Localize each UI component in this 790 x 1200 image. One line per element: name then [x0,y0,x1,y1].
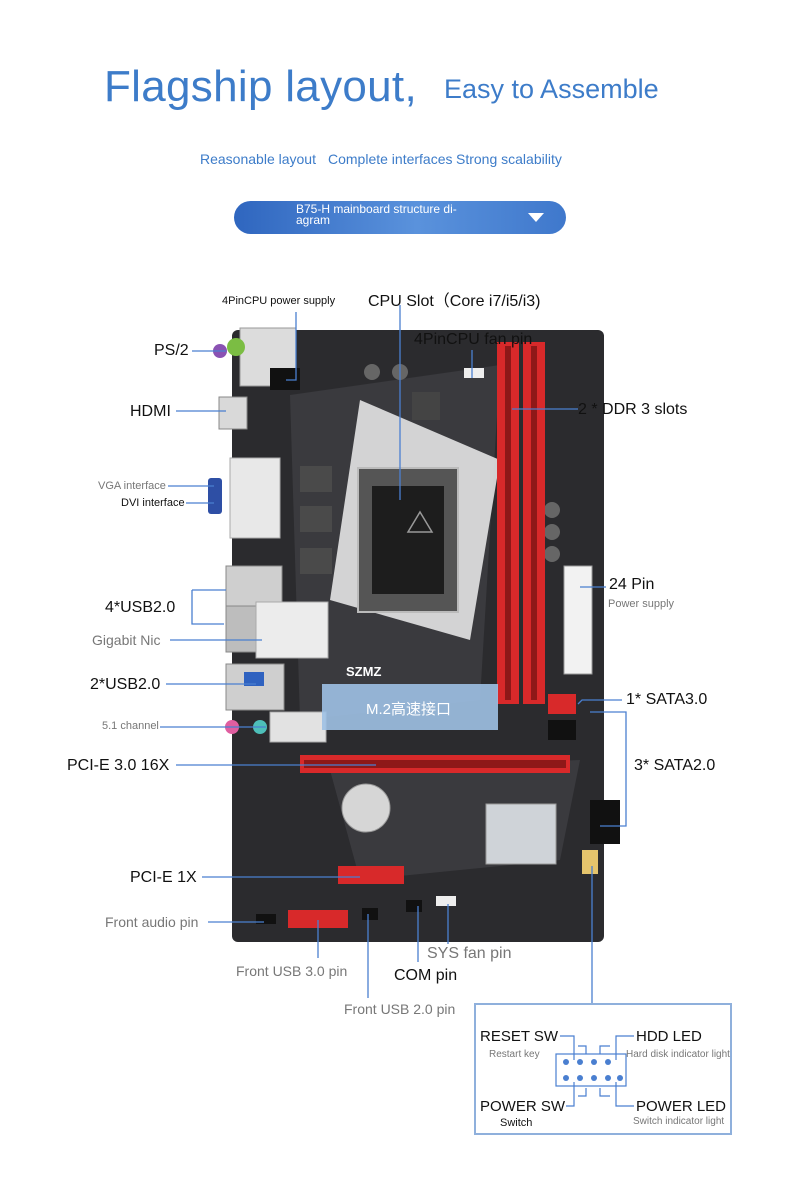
label-front-audio: Front audio pin [105,914,199,930]
label-hdd-led: HDD LED [636,1028,702,1045]
label-sata2: 3* SATA2.0 [634,757,716,774]
brand-logo: SZMZ [346,664,381,679]
label-pcie1: PCI-E 1X [130,869,197,886]
vga-port [208,478,222,514]
label-power-sw-sub: Switch [500,1117,533,1129]
front-usb3-header [288,910,348,928]
cpu-fan-header [464,368,484,378]
label-cpu-slot: CPU Slot（Core i7/i5/i3) [368,293,541,310]
m2-text: M.2高速接口 [366,701,451,718]
label-24pin-sub: Power supply [608,598,675,610]
lan-port [255,601,329,659]
label-reset-sw: RESET SW [480,1028,559,1045]
label-ps2: PS/2 [154,342,189,359]
ddr3-slots [497,342,545,704]
label-pcie16: PCI-E 3.0 16X [67,757,170,774]
label-24pin: 24 Pin [609,576,655,593]
front-audio-header [256,914,276,924]
m2-slot: M.2高速接口 [322,684,498,730]
usb-ports-bottom [225,663,285,711]
sys-fan-header [436,896,456,906]
vrm-components [270,364,560,574]
tagline-layout: Reasonable layout [200,151,316,167]
label-vga: VGA interface [98,480,166,492]
rear-io-panel [208,327,329,743]
diagram-banner: B75-H mainboard structure di- agram [234,201,566,234]
label-gigabit: Gigabit Nic [92,632,161,648]
label-power-sw: POWER SW [480,1098,565,1115]
label-dvi: DVI interface [121,497,185,509]
sata-ports [548,694,620,844]
front-panel-header [582,850,598,874]
label-channel: 5.1 channel [102,720,159,732]
cmos-battery [341,783,391,833]
com-header [406,900,422,912]
front-panel-pin-diagram [555,1035,634,1107]
tagline-scalability: Strong scalability [456,151,562,167]
page-title: Flagship layout, [104,62,417,111]
label-usb2: 2*USB2.0 [90,676,161,693]
label-cpu-power: 4PinCPU power supply [222,295,336,307]
label-power-led: POWER LED [636,1098,727,1115]
label-sys-fan: SYS fan pin [427,945,512,962]
front-usb2-header [362,908,378,920]
label-front-usb3: Front USB 3.0 pin [236,963,348,979]
pcie-x1-slot [338,866,404,884]
chevron-down-icon [528,213,544,222]
label-hdd-sub: Hard disk indicator light [626,1049,730,1060]
label-reset-sub: Restart key [489,1049,540,1060]
label-sata3: 1* SATA3.0 [626,691,708,708]
atx-24pin-connector [563,565,593,675]
leader-lines [160,305,627,1004]
tagline-interfaces: Complete interfaces [328,151,453,167]
label-usb4: 4*USB2.0 [105,599,176,616]
front-panel-callout-box [474,1003,732,1135]
cpu-power-connector [270,368,300,390]
banner-label: B75-H mainboard structure di- agram [296,202,457,227]
page-subtitle: Easy to Assemble [444,74,659,104]
label-com: COM pin [394,967,458,984]
hdmi-port [218,396,248,430]
label-hdmi: HDMI [130,403,171,420]
ps2-port [227,338,245,356]
label-power-led-sub: Switch indicator light [633,1116,725,1127]
usb-ports-top [225,565,283,607]
label-ddr: 2 * DDR 3 slots [578,401,688,418]
chipset-heatsink [485,803,557,865]
label-cpu-fan: 4PinCPU fan pin [414,331,533,348]
cpu-socket [357,467,459,613]
dvi-port [229,457,281,539]
label-front-usb2: Front USB 2.0 pin [344,1001,456,1017]
